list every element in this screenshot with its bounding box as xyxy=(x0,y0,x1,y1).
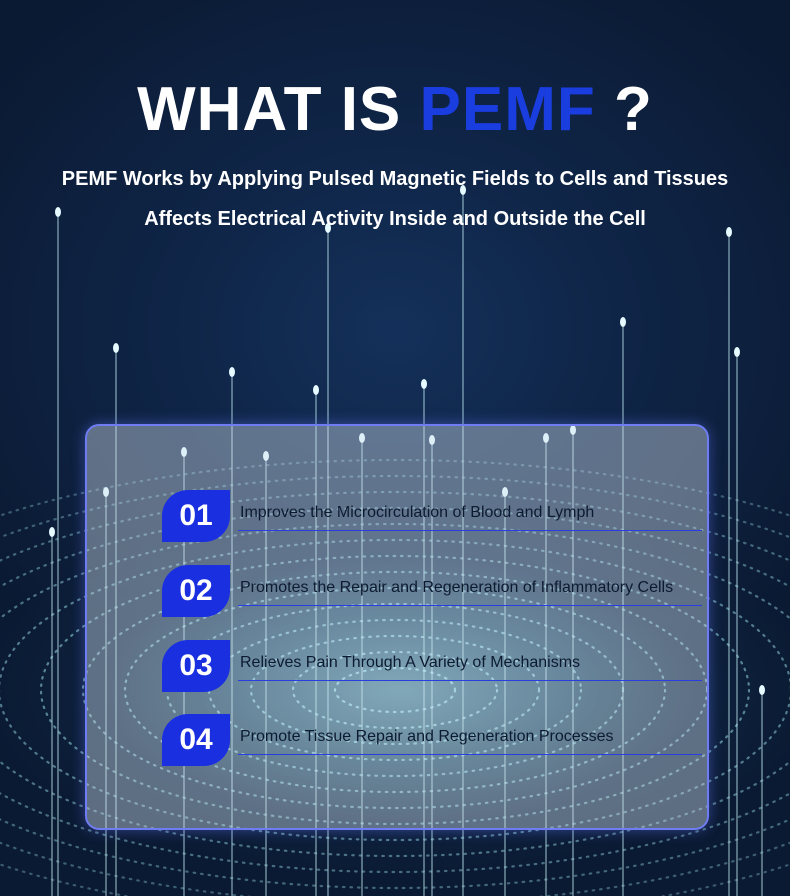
feature-underline xyxy=(238,754,702,755)
feature-item-04: 04 Promote Tissue Repair and Regeneratio… xyxy=(162,714,702,766)
title-accent: PEMF xyxy=(419,75,596,144)
feature-text: Promotes the Repair and Regeneration of … xyxy=(240,579,674,596)
feature-number-badge: 01 xyxy=(162,490,230,542)
feature-text: Improves the Microcirculation of Blood a… xyxy=(240,504,595,521)
feature-underline xyxy=(238,605,702,606)
feature-text: Relieves Pain Through A Variety of Mecha… xyxy=(240,654,581,671)
title-lead: WHAT IS xyxy=(137,75,420,144)
features-panel xyxy=(85,424,709,830)
feature-number-badge: 03 xyxy=(162,640,230,692)
title-tail: ? xyxy=(595,75,653,144)
feature-number-badge: 04 xyxy=(162,714,230,766)
feature-underline xyxy=(238,680,702,681)
subtitle-line-1: PEMF Works by Applying Pulsed Magnetic F… xyxy=(61,168,729,190)
subtitle-line-2: Affects Electrical Activity Inside and O… xyxy=(144,208,646,230)
feature-number-badge: 02 xyxy=(162,565,230,617)
feature-item-01: 01 Improves the Microcirculation of Bloo… xyxy=(162,490,702,542)
page-title: WHAT IS PEMF ? xyxy=(0,72,790,148)
feature-text: Promote Tissue Repair and Regeneration P… xyxy=(240,728,614,745)
feature-item-02: 02 Promotes the Repair and Regeneration … xyxy=(162,565,702,617)
feature-underline xyxy=(238,530,702,531)
feature-item-03: 03 Relieves Pain Through A Variety of Me… xyxy=(162,640,702,692)
